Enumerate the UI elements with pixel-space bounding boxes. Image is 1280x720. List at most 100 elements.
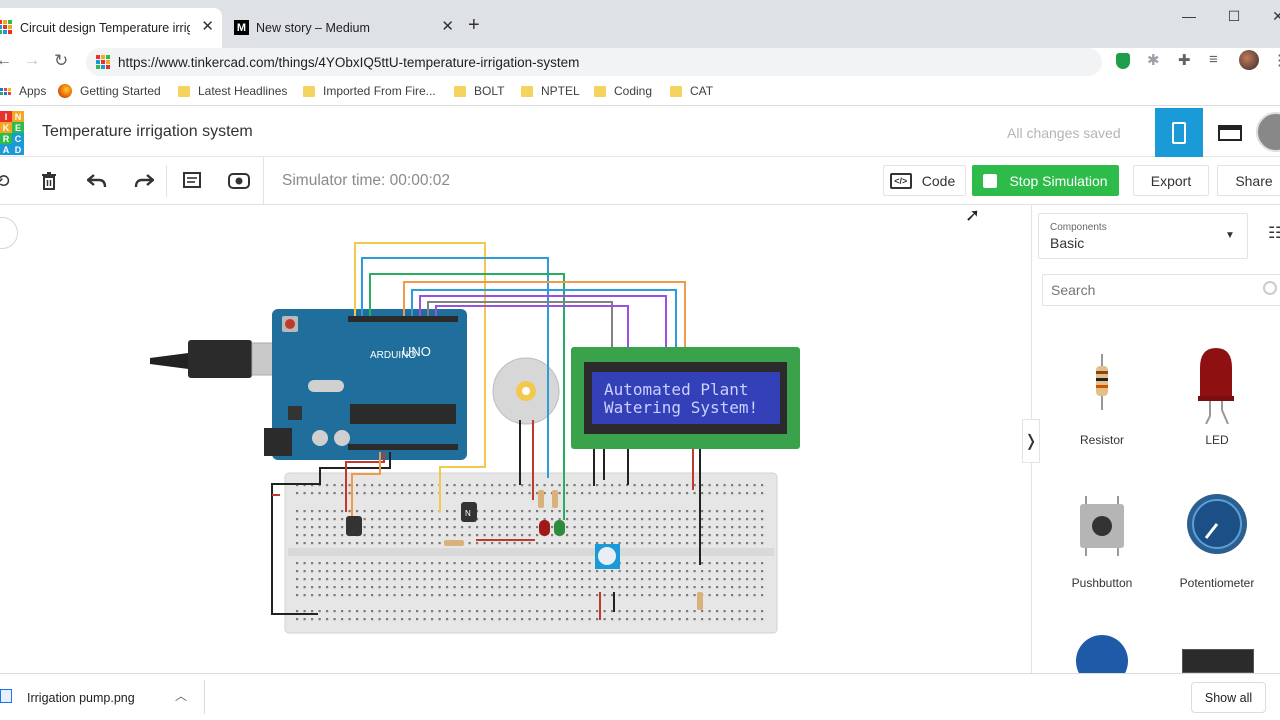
breadboard-hole (408, 526, 411, 529)
code-button[interactable]: </> Code (883, 165, 966, 196)
export-button[interactable]: Export (1133, 165, 1209, 196)
breadboard-hole (333, 526, 336, 529)
bookmark-coding[interactable]: Coding (594, 84, 652, 98)
puzzle-extensions-icon[interactable]: ✚ (1178, 52, 1191, 69)
breadboard-hole (498, 594, 501, 597)
resistors[interactable] (444, 490, 703, 610)
back-icon[interactable]: ← (0, 52, 12, 69)
green-led[interactable] (554, 520, 565, 536)
breadboard-hole (491, 484, 494, 487)
component-potentiometer[interactable]: Potentiometer (1162, 490, 1272, 600)
tab-medium[interactable]: M New story – Medium ✕ (226, 8, 462, 48)
breadboard-hole (431, 526, 434, 529)
breadboard-hole (536, 492, 539, 495)
component-partial-module[interactable] (1182, 649, 1254, 673)
lcd-16x2-display[interactable]: Automated Plant Watering System! (571, 347, 800, 449)
temperature-sensor[interactable] (346, 516, 362, 536)
breadboard-hole (348, 610, 351, 613)
delete-icon[interactable] (35, 167, 63, 195)
breadboard[interactable] (284, 472, 778, 634)
bookmark-latest-headlines[interactable]: Latest Headlines (178, 84, 287, 98)
close-tab-icon[interactable]: ✕ (201, 18, 214, 35)
show-all-button[interactable]: Show all (1191, 682, 1266, 713)
wires[interactable] (271, 242, 701, 620)
breadboard-hole (446, 510, 449, 513)
bookmark-bolt[interactable]: BOLT (454, 84, 504, 98)
tinkercad-logo[interactable]: I N K E R C A D (0, 111, 24, 155)
breadboard-hole (678, 492, 681, 495)
maximize-icon[interactable]: ☐ (1227, 7, 1241, 24)
component-resistor[interactable]: Resistor (1047, 340, 1157, 450)
bookmark-imported[interactable]: Imported From Fire... (303, 84, 436, 98)
rotate-icon[interactable]: ⟲ (0, 170, 10, 191)
bookmark-getting-started[interactable]: Getting Started (58, 84, 161, 98)
visibility-icon[interactable] (225, 167, 253, 195)
breadboard-hole (378, 610, 381, 613)
circuit-drawing[interactable]: ARDUINO UNO Automated Plant Watering Sys… (0, 205, 1031, 673)
shield-extension-icon[interactable] (1116, 53, 1130, 69)
design-title[interactable]: Temperature irrigation system (42, 123, 253, 140)
new-tab-icon[interactable]: + (468, 14, 480, 36)
breadboard-hole (626, 562, 629, 565)
notes-icon[interactable] (178, 167, 206, 195)
components-dropdown[interactable]: Components Basic ▼ (1038, 213, 1248, 259)
browser-menu-icon[interactable]: ⋮ (1272, 52, 1280, 69)
breadboard-hole (573, 578, 576, 581)
share-button[interactable]: Share (1217, 165, 1280, 196)
breadboard-hole (506, 618, 509, 621)
component-led[interactable]: LED (1162, 340, 1272, 450)
show-all-label: Show all (1204, 690, 1253, 705)
reload-icon[interactable]: ↻ (54, 51, 69, 70)
potentiometer[interactable] (595, 544, 620, 569)
component-pushbutton[interactable]: Pushbutton (1047, 490, 1157, 600)
user-avatar[interactable] (1256, 112, 1280, 152)
close-window-icon[interactable]: ✕ (1272, 7, 1280, 24)
bookmark-apps[interactable]: Apps (0, 84, 46, 98)
list-view-icon[interactable]: ☷ (1268, 225, 1280, 242)
transistor[interactable]: N (461, 502, 477, 522)
circuit-canvas[interactable]: ➚ ARDUINO UNO (0, 205, 1031, 673)
address-bar[interactable]: https://www.tinkercad.com/things/4YObxIQ… (86, 48, 1102, 76)
breadboard-hole (348, 484, 351, 487)
breadboard-hole (746, 484, 749, 487)
breadboard-hole (341, 594, 344, 597)
forward-icon[interactable]: → (24, 52, 40, 69)
breadboard-hole (573, 492, 576, 495)
breadboard-hole (753, 510, 756, 513)
snowflake-extension-icon[interactable]: ✱ (1147, 52, 1160, 69)
breadboard-hole (761, 510, 764, 513)
breadboard-hole (693, 586, 696, 589)
breadboard-hole (581, 484, 584, 487)
tab-tinkercad[interactable]: Circuit design Temperature irriga ✕ (0, 8, 222, 48)
component-list-button[interactable] (1210, 108, 1250, 157)
arduino-uno-board[interactable]: ARDUINO UNO (264, 309, 467, 460)
component-partial-button[interactable] (1076, 635, 1128, 673)
chevron-up-icon[interactable]: ︿ (175, 689, 188, 703)
breadboard-hole (528, 542, 531, 545)
breadboard-hole (648, 578, 651, 581)
search-input[interactable] (1043, 275, 1253, 305)
breadboard-hole (603, 618, 606, 621)
breadboard-hole (476, 492, 479, 495)
profile-avatar[interactable] (1239, 50, 1259, 70)
red-led[interactable] (539, 520, 550, 536)
breadboard-hole (656, 586, 659, 589)
bookmark-nptel[interactable]: NPTEL (521, 84, 580, 98)
search-field[interactable] (1042, 274, 1280, 306)
breadboard-hole (318, 618, 321, 621)
redo-icon[interactable] (130, 167, 158, 195)
close-tab-icon[interactable]: ✕ (441, 18, 454, 35)
undo-icon[interactable] (83, 167, 111, 195)
media-control-icon[interactable]: ≡ (1209, 51, 1218, 68)
breadboard-hole (521, 586, 524, 589)
breadboard-hole (686, 510, 689, 513)
dc-motor[interactable] (492, 357, 560, 425)
stop-simulation-button[interactable]: Stop Simulation (972, 165, 1119, 196)
bookmark-cat[interactable]: CAT (670, 84, 713, 98)
download-filename[interactable]: Irrigation pump.png (27, 691, 135, 705)
breadboard-hole (311, 562, 314, 565)
minimize-icon[interactable]: — (1182, 8, 1196, 24)
collapse-panel-button[interactable]: ❭ (1022, 419, 1040, 463)
breadboard-hole (618, 518, 621, 521)
circuit-view-button[interactable] (1155, 108, 1203, 157)
